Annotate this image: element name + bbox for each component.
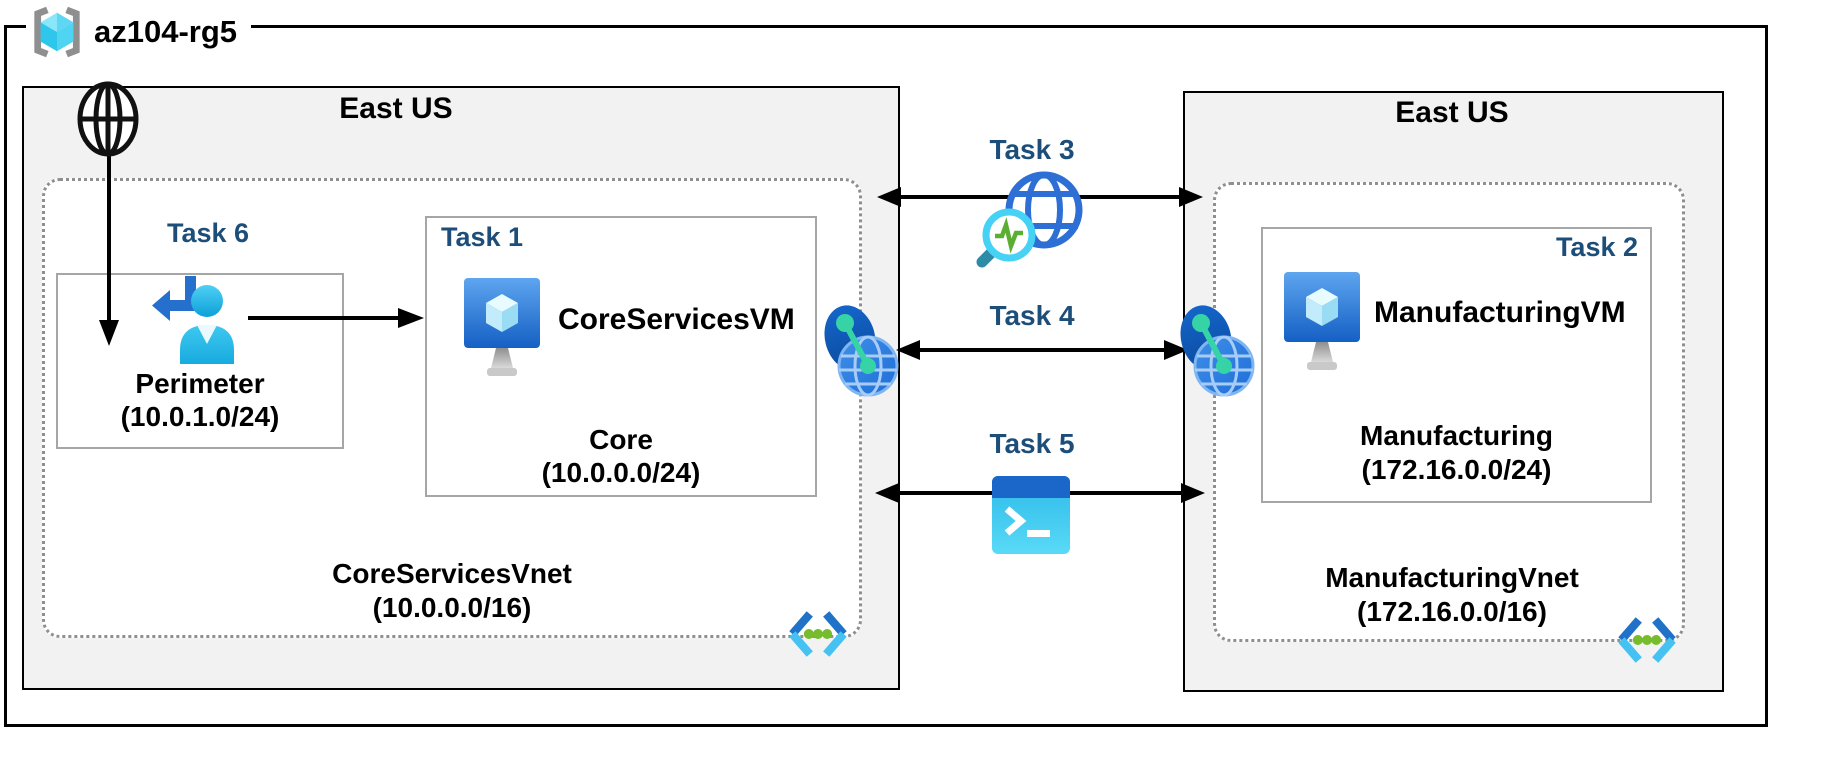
task5-label: Task 5 bbox=[989, 428, 1075, 459]
task6-label: Task 6 bbox=[166, 218, 250, 248]
core-subnet-name: Core bbox=[589, 424, 653, 455]
manufacturing-vnet-cidr: (172.16.0.0/16) bbox=[1357, 596, 1547, 627]
manufacturing-vnet-name: ManufacturingVnet bbox=[1325, 562, 1579, 593]
perimeter-to-core-arrow bbox=[248, 308, 424, 328]
core-subnet-cidr: (10.0.0.0/24) bbox=[541, 457, 701, 488]
resource-group-icon bbox=[34, 6, 80, 58]
vnet-peering-icon-right bbox=[1180, 305, 1255, 397]
task4-label: Task 4 bbox=[989, 300, 1075, 331]
vnet-peering-icon-left bbox=[824, 305, 899, 397]
resource-group-header: az104-rg5 bbox=[26, 2, 252, 62]
virtual-network-icon-right bbox=[1618, 617, 1676, 663]
core-vnet-name: CoreServicesVnet bbox=[332, 558, 572, 589]
task4-arrow bbox=[896, 340, 1188, 360]
core-services-vm-name: CoreServicesVM bbox=[558, 303, 795, 336]
left-region-title: East US bbox=[339, 92, 453, 125]
task2-label: Task 2 bbox=[1555, 232, 1638, 262]
core-box bbox=[425, 216, 817, 497]
core-services-vm-icon bbox=[464, 278, 540, 376]
user-return-arrow-icon bbox=[152, 276, 234, 364]
cloud-shell-icon bbox=[992, 476, 1070, 554]
core-vnet-cidr: (10.0.0.0/16) bbox=[372, 592, 532, 623]
internet-to-perimeter-arrow bbox=[99, 156, 119, 346]
perimeter-subnet-cidr: (10.0.1.0/24) bbox=[120, 401, 280, 432]
manufacturing-vm-name: ManufacturingVM bbox=[1374, 296, 1626, 329]
perimeter-subnet-name: Perimeter bbox=[135, 368, 265, 399]
internet-globe-icon bbox=[77, 81, 139, 157]
manufacturing-vm-icon bbox=[1284, 272, 1360, 370]
resource-group-name: az104-rg5 bbox=[94, 14, 238, 49]
manufacturing-subnet-cidr: (172.16.0.0/24) bbox=[1361, 454, 1552, 485]
network-watcher-icon bbox=[976, 171, 1083, 268]
virtual-network-icon bbox=[789, 611, 847, 657]
right-region-title: East US bbox=[1395, 96, 1509, 129]
manufacturing-subnet-name: Manufacturing bbox=[1360, 420, 1553, 451]
task1-label: Task 1 bbox=[441, 222, 524, 252]
task3-label: Task 3 bbox=[989, 134, 1075, 165]
